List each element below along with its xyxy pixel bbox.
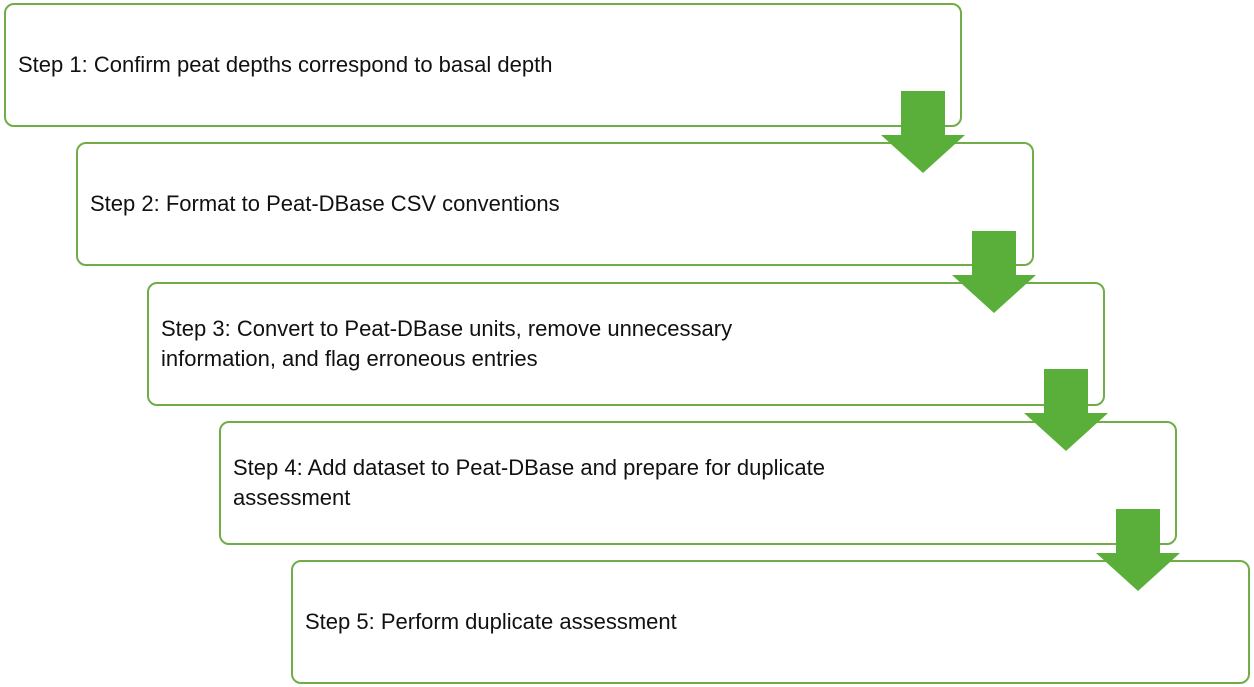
step-4-box: Step 4: Add dataset to Peat-DBase and pr… <box>219 421 1177 545</box>
arrow-down-icon <box>881 91 965 173</box>
step-2-label: Step 2: Format to Peat-DBase CSV convent… <box>90 191 560 216</box>
arrow-down-icon <box>1096 509 1180 591</box>
step-2-box: Step 2: Format to Peat-DBase CSV convent… <box>76 142 1034 266</box>
step-1-box: Step 1: Confirm peat depths correspond t… <box>4 3 962 127</box>
step-1-label: Step 1: Confirm peat depths correspond t… <box>18 52 553 77</box>
step-3-label: Step 3: Convert to Peat-DBase units, rem… <box>161 316 733 371</box>
step-5-box: Step 5: Perform duplicate assessment <box>291 560 1250 684</box>
step-5-label: Step 5: Perform duplicate assessment <box>305 609 677 634</box>
arrow-down-icon <box>1024 369 1108 451</box>
arrow-down-icon <box>952 231 1036 313</box>
step-3-box: Step 3: Convert to Peat-DBase units, rem… <box>147 282 1105 406</box>
step-4-label: Step 4: Add dataset to Peat-DBase and pr… <box>233 455 825 510</box>
